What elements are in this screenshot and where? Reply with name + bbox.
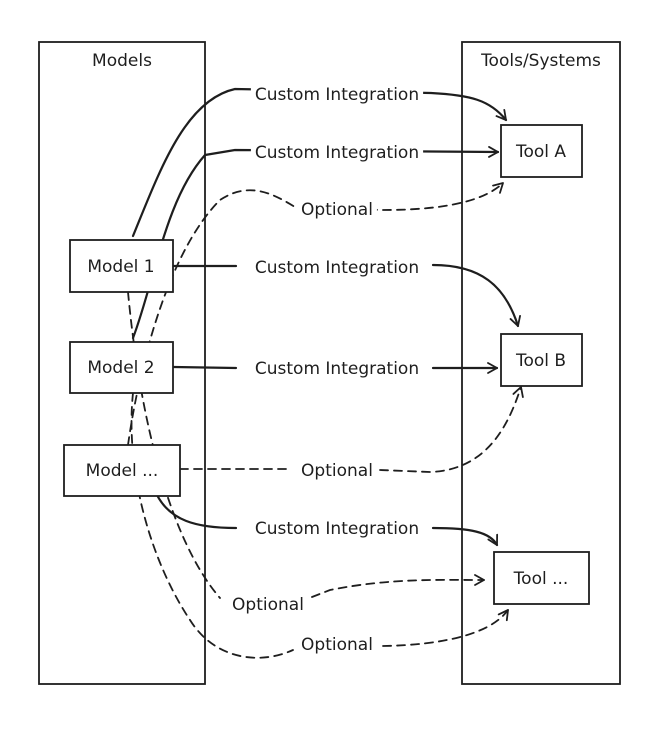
tool-label: Tool ...	[513, 569, 569, 589]
connector-model2-toolb	[172, 367, 497, 368]
connector-model1-tooln	[127, 291, 484, 599]
model-node: Model 2	[69, 341, 174, 394]
connector-modeln-toolb	[179, 387, 521, 473]
connector-label: Custom Integration	[255, 519, 419, 539]
model-node: Model ...	[63, 444, 181, 497]
connector-label: Custom Integration	[255, 359, 419, 379]
connector-label-background	[297, 199, 377, 221]
connector-label: Optional	[301, 635, 373, 655]
tool-node: Tool A	[500, 124, 583, 178]
connector-label: Custom Integration	[255, 258, 419, 278]
connector-label-background	[228, 594, 308, 616]
connector-label: Optional	[301, 461, 373, 481]
connector-label: Custom Integration	[255, 143, 419, 163]
models-panel	[38, 41, 206, 685]
model-label: Model 1	[87, 257, 154, 277]
connector-label-background	[250, 518, 424, 540]
connector-label-background	[250, 84, 424, 106]
model-label: Model ...	[86, 461, 159, 481]
connector-model1-toola	[131, 87, 508, 238]
tool-node: Tool B	[500, 333, 583, 387]
tools-panel-title: Tools/Systems	[480, 51, 601, 71]
tools-panel	[461, 41, 621, 685]
connector-model1-toolb	[172, 263, 518, 326]
connector-label: Optional	[232, 595, 304, 615]
model-label: Model 2	[87, 358, 154, 378]
connector-modeln-toola	[127, 182, 504, 446]
connector-label: Optional	[301, 200, 373, 220]
connector-modeln-tooln	[155, 493, 497, 545]
connector-label-background	[250, 358, 424, 380]
connector-label-background	[250, 142, 424, 164]
model-node: Model 1	[69, 239, 174, 293]
connector-model2-toola	[131, 146, 500, 340]
models-panel-title: Models	[92, 51, 152, 71]
connector-label-background	[297, 634, 377, 656]
tool-label: Tool A	[515, 142, 566, 162]
tool-label: Tool B	[515, 351, 566, 371]
tool-node: Tool ...	[493, 551, 590, 605]
connector-label-background	[297, 460, 377, 482]
connector-label: Custom Integration	[255, 85, 419, 105]
connector-label-background	[250, 257, 424, 279]
